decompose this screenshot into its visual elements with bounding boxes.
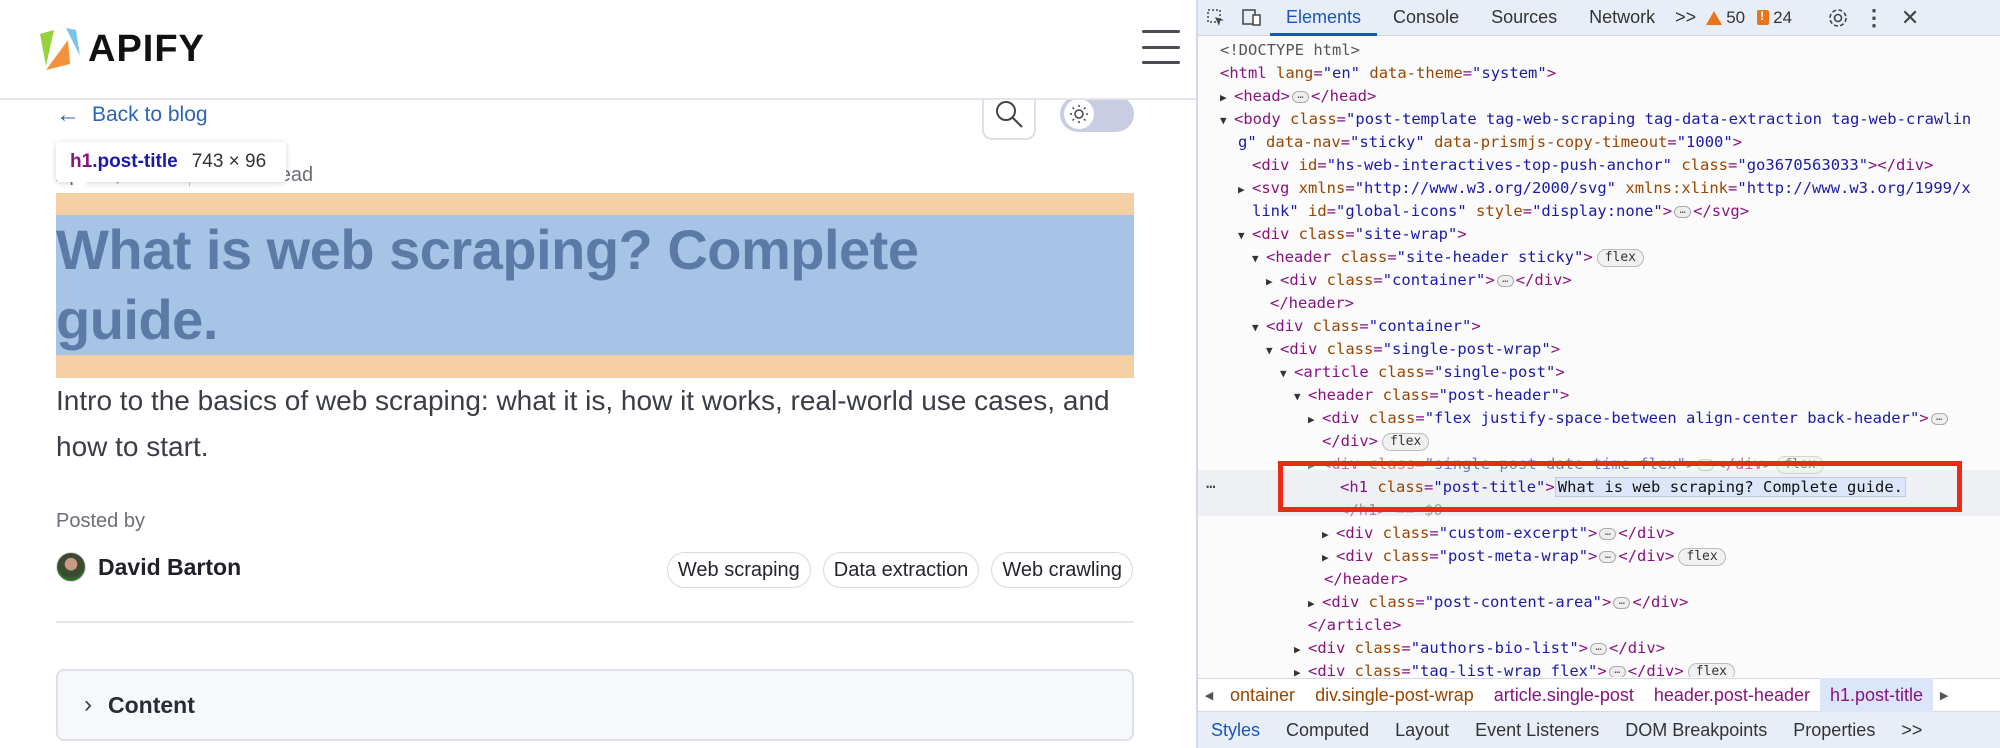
dom-node-svg[interactable]: ▶<svg xmlns="http://www.w3.org/2000/svg"…	[1238, 179, 1971, 197]
tag-web-crawling[interactable]: Web crawling	[991, 552, 1133, 588]
devtools-toolbar: Elements Console Sources Network >> 50 2…	[1198, 0, 2000, 36]
devtools-panel: Elements Console Sources Network >> 50 2…	[1196, 0, 2000, 748]
tab-layout[interactable]: Layout	[1395, 719, 1450, 740]
breadcrumb-article[interactable]: article.single-post	[1493, 684, 1634, 705]
dom-node-svg-cont[interactable]: link" id="global-icons" style="display:n…	[1252, 202, 1750, 220]
styles-pane-tabs: Styles Computed Layout Event Listeners D…	[1198, 712, 2000, 748]
table-of-contents-toggle[interactable]: › Content	[56, 669, 1134, 741]
dom-node-post-content-area[interactable]: ▶<div class="post-content-area">…</div>	[1308, 593, 1689, 611]
dom-node-h1-close[interactable]: </h1> == $0	[1340, 501, 1443, 519]
dom-node-header-container[interactable]: ▶<div class="container">…</div>	[1266, 271, 1572, 289]
errors-badge[interactable]: 24	[1757, 8, 1792, 28]
author[interactable]: David Barton	[56, 552, 241, 582]
dom-doctype[interactable]: <!DOCTYPE html>	[1220, 41, 1360, 59]
more-tabs-button[interactable]: >>	[1675, 7, 1697, 27]
tab-styles[interactable]: Styles	[1211, 719, 1261, 740]
error-icon	[1757, 9, 1770, 25]
tooltip-selector: h1.post-title	[70, 151, 178, 172]
dom-node-html[interactable]: <html lang="en" data-theme="system">	[1220, 64, 1557, 82]
tab-computed[interactable]: Computed	[1286, 719, 1370, 740]
dom-node-header-close[interactable]: </header>	[1270, 294, 1354, 312]
tab-event-listeners[interactable]: Event Listeners	[1475, 719, 1600, 740]
tag-list: Web scraping Data extraction Web crawlin…	[666, 552, 1133, 588]
apify-logo[interactable]: APIFY	[38, 26, 205, 72]
dom-node-post-meta-wrap[interactable]: ▶<div class="post-meta-wrap">…</div>flex	[1322, 545, 1726, 568]
inspect-element-icon[interactable]	[1198, 0, 1234, 36]
more-pane-tabs-button[interactable]: >>	[1901, 719, 1923, 740]
tab-properties[interactable]: Properties	[1793, 719, 1876, 740]
tag-data-extraction[interactable]: Data extraction	[822, 552, 980, 588]
warnings-badge[interactable]: 50	[1706, 8, 1745, 28]
dom-node-tag-list-wrap[interactable]: ▶<div class="tag-list-wrap flex">…</div>…	[1294, 660, 1736, 677]
dom-breadcrumbs: ◀ ontainer div.single-post-wrap article.…	[1198, 678, 2000, 712]
apify-logo-icon	[40, 28, 80, 70]
arrow-left-icon: ←	[56, 101, 80, 128]
breadcrumb-container[interactable]: ontainer	[1230, 684, 1296, 705]
breadcrumb-single-post-wrap[interactable]: div.single-post-wrap	[1315, 684, 1474, 705]
hamburger-line	[1142, 30, 1180, 33]
breadcrumb-post-header[interactable]: header.post-header	[1653, 684, 1810, 705]
back-link-label: Back to blog	[92, 103, 208, 126]
hamburger-menu-button[interactable]	[1142, 30, 1180, 64]
h1-content-box: What is web scraping? Complete guide.	[56, 215, 1134, 355]
dom-node-back-header[interactable]: ▶<div class="flex justify-space-between …	[1308, 407, 1950, 430]
settings-gear-icon[interactable]	[1820, 0, 1856, 36]
avatar	[56, 552, 86, 582]
tab-dom-breakpoints[interactable]: DOM Breakpoints	[1625, 719, 1768, 740]
dom-node-head[interactable]: ▶<head>…</head>	[1220, 87, 1377, 105]
dom-node-body[interactable]: ▼<body class="post-template tag-web-scra…	[1220, 110, 1972, 128]
theme-toggle[interactable]	[1060, 96, 1134, 132]
dom-node-date-time[interactable]: ▶<div class="single-post-date-time flex"…	[1308, 453, 1824, 476]
tab-console[interactable]: Console	[1393, 7, 1460, 27]
close-icon[interactable]: ✕	[1900, 4, 1920, 30]
dom-node-article-close[interactable]: </article>	[1308, 616, 1402, 634]
back-to-blog-link[interactable]: ← Back to blog	[56, 100, 208, 130]
dom-node-body-cont[interactable]: g" data-nav="sticky" data-prismjs-copy-t…	[1238, 133, 1743, 151]
breadcrumb-scroll-right-icon[interactable]: ▶	[1939, 689, 1949, 702]
dom-node-article[interactable]: ▼<article class="single-post">	[1280, 363, 1565, 381]
dom-node-container[interactable]: ▼<div class="container">	[1252, 317, 1481, 335]
chevron-right-icon: ›	[84, 691, 92, 718]
dom-node-h1[interactable]: <h1 class="post-title">What is web scrap…	[1340, 476, 1907, 499]
tab-elements[interactable]: Elements	[1270, 0, 1378, 36]
node-options-dots[interactable]: …	[1206, 473, 1216, 492]
kebab-menu-icon[interactable]: ⋮	[1863, 4, 1886, 30]
dom-node-site-header[interactable]: ▼<header class="site-header sticky">flex	[1252, 246, 1644, 269]
dom-node-post-header-close[interactable]: </header>	[1324, 570, 1408, 588]
author-name[interactable]: David Barton	[98, 553, 242, 580]
warning-icon	[1706, 10, 1723, 25]
divider	[56, 621, 1134, 623]
logo-text: APIFY	[88, 27, 205, 70]
post-title: What is web scraping? Complete guide.	[56, 218, 919, 351]
tab-network[interactable]: Network	[1589, 7, 1656, 27]
h1-highlight-overlay: What is web scraping? Complete guide.	[56, 193, 1134, 378]
h1-text-node[interactable]: What is web scraping? Complete guide.	[1554, 477, 1907, 497]
dom-node-single-post-wrap[interactable]: ▼<div class="single-post-wrap">	[1266, 340, 1561, 358]
sun-icon	[1070, 105, 1088, 123]
dom-node-custom-excerpt[interactable]: ▶<div class="custom-excerpt">…</div>	[1322, 524, 1675, 542]
inspect-tooltip: h1.post-title 743 × 96	[56, 142, 286, 190]
toggle-knob	[1064, 99, 1094, 129]
dom-node-back-header-close[interactable]: </div>flex	[1322, 430, 1430, 453]
post-excerpt: Intro to the basics of web scraping: wha…	[56, 385, 1110, 462]
tag-web-scraping[interactable]: Web scraping	[666, 552, 811, 588]
hamburger-line	[1142, 45, 1180, 49]
breadcrumb-h1-post-title[interactable]: h1.post-title	[1819, 678, 1934, 712]
site-header: APIFY	[0, 0, 1196, 100]
tooltip-dimensions: 743 × 96	[191, 151, 267, 172]
dom-node-post-header[interactable]: ▼<header class="post-header">	[1294, 386, 1570, 404]
dom-node-authors-bio-list[interactable]: ▶<div class="authors-bio-list">…</div>	[1294, 639, 1666, 657]
hamburger-line	[1142, 61, 1180, 64]
dom-node-push-anchor[interactable]: <div id="hs-web-interactives-top-push-an…	[1252, 156, 1934, 174]
tab-sources[interactable]: Sources	[1491, 7, 1558, 27]
posted-by-label: Posted by	[56, 510, 145, 532]
device-toolbar-icon[interactable]	[1234, 0, 1270, 36]
breadcrumb-scroll-left-icon[interactable]: ◀	[1204, 689, 1214, 702]
toc-label: Content	[108, 691, 195, 718]
web-page: APIFY ← Back to blog	[0, 0, 1196, 741]
dom-node-site-wrap[interactable]: ▼<div class="site-wrap">	[1238, 225, 1467, 243]
search-icon	[996, 101, 1023, 128]
dom-tree[interactable]: … <!DOCTYPE html> <html lang="en" data-t…	[1198, 37, 2000, 677]
